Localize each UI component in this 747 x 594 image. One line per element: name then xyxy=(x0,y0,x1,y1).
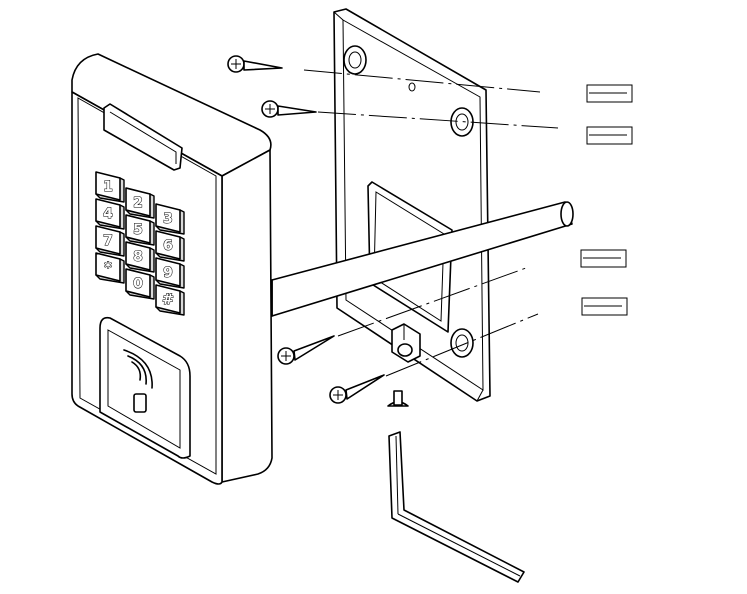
screw-top-2 xyxy=(261,100,317,118)
keypad-key[interactable]: 8 xyxy=(125,241,155,273)
assembly-centerlines xyxy=(303,69,559,377)
keypad-keys: 1 2 3 4 5 6 7 8 9 * 0 # xyxy=(95,171,185,316)
keypad-key[interactable]: 0 xyxy=(125,268,155,300)
keypad-key[interactable]: 9 xyxy=(155,257,185,289)
keypad-key[interactable]: 4 xyxy=(95,198,125,230)
dimension-box-3 xyxy=(580,249,627,268)
dimension-box-4 xyxy=(581,297,628,316)
keypad-key-label: 0 xyxy=(133,276,143,292)
screw-top-1 xyxy=(227,55,283,73)
keypad-key-label: 1 xyxy=(103,179,113,195)
plate-small-hole xyxy=(408,82,416,92)
dimension-box-2 xyxy=(586,126,633,145)
keypad-key[interactable]: 3 xyxy=(155,203,185,235)
screw-bottom-1 xyxy=(277,335,335,365)
keypad-key-label: 4 xyxy=(103,206,113,222)
screw-bottom-2 xyxy=(329,374,385,404)
keypad-key[interactable]: 2 xyxy=(125,187,155,219)
hex-key xyxy=(388,431,525,583)
keypad-key[interactable]: * xyxy=(95,252,125,284)
keypad-key[interactable]: 7 xyxy=(95,225,125,257)
keypad-key[interactable]: 6 xyxy=(155,230,185,262)
keypad-key[interactable]: # xyxy=(155,284,185,316)
keypad-key[interactable]: 5 xyxy=(125,214,155,246)
keypad-key-label: 7 xyxy=(103,233,113,249)
keypad-key-label: 8 xyxy=(133,249,143,265)
keypad-key-label: 2 xyxy=(133,195,143,211)
rfid-reader-panel xyxy=(99,316,191,459)
keypad-key-label: 6 xyxy=(163,238,173,254)
top-handle xyxy=(103,103,183,171)
keypad-key-label: 3 xyxy=(163,211,173,227)
keypad-key-label: 5 xyxy=(133,222,143,238)
latch-block xyxy=(391,323,421,363)
contactless-icon xyxy=(123,349,153,413)
keypad-key[interactable]: 1 xyxy=(95,171,125,203)
keypad-key-label: * xyxy=(104,260,112,276)
plate-screw-hole-bottom-right xyxy=(450,328,474,358)
keypad-key-label: # xyxy=(162,292,174,308)
plate-screw-hole-top-left xyxy=(343,45,367,75)
small-screw xyxy=(387,390,409,407)
keypad-key-label: 9 xyxy=(163,265,173,281)
tube-shaft xyxy=(271,201,574,317)
dimension-box-1 xyxy=(586,84,633,103)
plate-screw-hole-top-right xyxy=(450,107,474,137)
